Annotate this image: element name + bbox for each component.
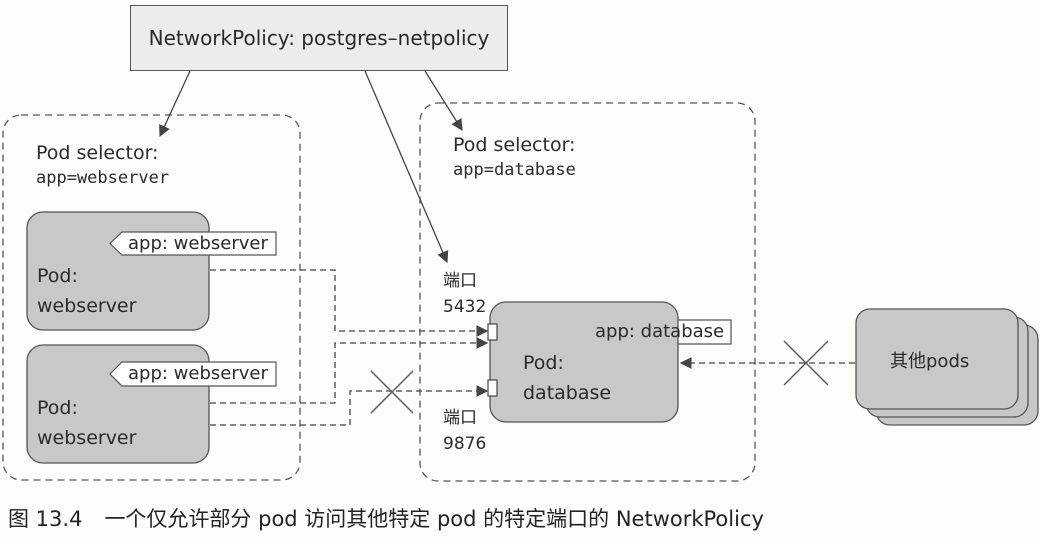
port-5432-label: 端口 5432 bbox=[443, 268, 486, 320]
port-9876-label: 端口 9876 bbox=[443, 405, 486, 457]
policy-arrow-to-webserver-selector bbox=[159, 70, 191, 138]
webserver-selector-value: app=webserver bbox=[36, 168, 170, 188]
webserver-pod-1-line1: Pod: bbox=[37, 265, 78, 287]
database-selector-title: Pod selector: bbox=[453, 134, 576, 156]
port-9876-number: 9876 bbox=[443, 434, 487, 454]
connection-pod2-to-9876-blocked bbox=[210, 385, 489, 426]
webserver-pod-2-tag-shape bbox=[109, 361, 277, 387]
webserver-pod-1-tag: app: webserver bbox=[128, 233, 268, 254]
other-pods-label: 其他pods bbox=[890, 351, 970, 372]
database-selector-region bbox=[419, 102, 756, 482]
network-policy-label: NetworkPolicy: postgres–netpolicy bbox=[148, 26, 490, 50]
database-pod-text: Pod: database bbox=[523, 348, 611, 408]
port-5432-square bbox=[487, 323, 498, 341]
database-pod-line1: Pod: bbox=[523, 352, 564, 374]
blocked-x-other-pods bbox=[783, 340, 829, 386]
webserver-pod-2-line2: webserver bbox=[37, 427, 137, 449]
webserver-pod-1-tag-shape bbox=[109, 231, 277, 256]
port-9876-square bbox=[487, 379, 498, 397]
database-pod-shape bbox=[489, 301, 679, 423]
figure-caption: 图 13.4 一个仅允许部分 pod 访问其他特定 pod 的特定端口的 Netw… bbox=[8, 503, 764, 533]
webserver-pod-2-line1: Pod: bbox=[37, 397, 78, 419]
webserver-pod-1-line2: webserver bbox=[37, 295, 137, 317]
webserver-pod-1-text: Pod: webserver bbox=[37, 261, 136, 321]
figure-caption-text: 一个仅允许部分 pod 访问其他特定 pod 的特定端口的 NetworkPol… bbox=[104, 507, 764, 531]
webserver-selector-label: Pod selector: app=webserver bbox=[36, 138, 169, 188]
port-9876-word: 端口 bbox=[443, 408, 477, 428]
database-selector-label: Pod selector: app=database bbox=[453, 130, 576, 180]
webserver-pod-2-text: Pod: webserver bbox=[37, 393, 136, 453]
port-5432-word: 端口 bbox=[443, 271, 477, 291]
other-pods-shape-front bbox=[855, 308, 1019, 410]
blocked-x-port-9876 bbox=[370, 370, 414, 414]
network-policy-box: NetworkPolicy: postgres–netpolicy bbox=[130, 5, 508, 71]
database-pod-line2: database bbox=[523, 382, 612, 404]
connection-pod1-to-5432 bbox=[210, 269, 489, 337]
policy-arrow-to-port-5432 bbox=[364, 70, 449, 264]
port-5432-number: 5432 bbox=[443, 297, 487, 317]
connection-pod2-to-5432 bbox=[210, 337, 489, 404]
webserver-pod-2-tag: app: webserver bbox=[128, 363, 268, 384]
policy-arrow-to-database-selector bbox=[424, 70, 463, 131]
database-pod-tag: app: database bbox=[595, 321, 725, 342]
database-selector-value: app=database bbox=[453, 160, 576, 180]
figure-number: 图 13.4 bbox=[8, 507, 83, 531]
webserver-selector-title: Pod selector: bbox=[36, 142, 159, 164]
